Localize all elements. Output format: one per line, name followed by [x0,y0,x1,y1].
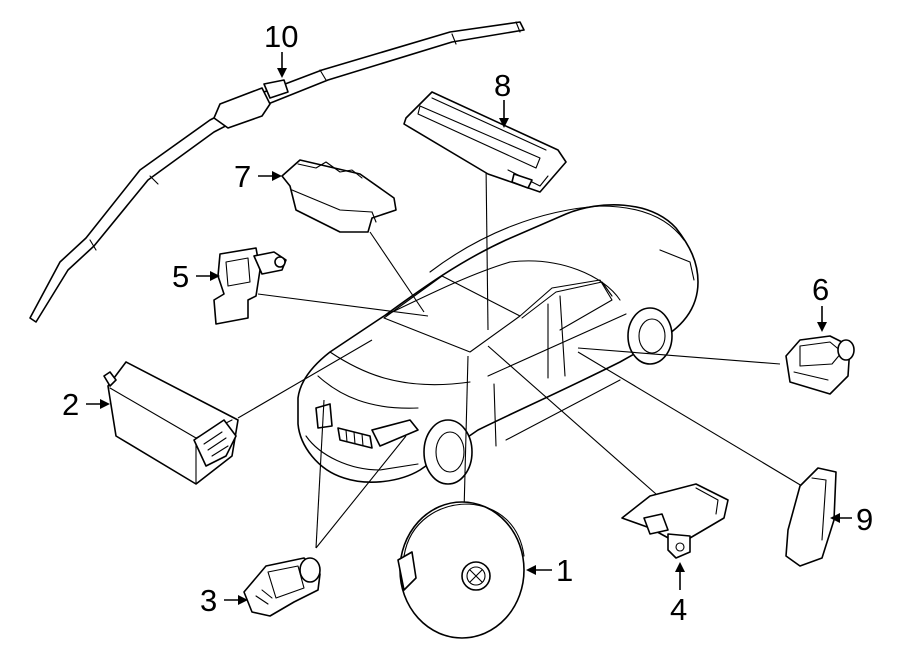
callout-2: 2 [62,387,79,422]
callout-1: 1 [556,553,573,588]
part-2-control-module[interactable] [103,361,239,485]
callout-10: 10 [264,19,298,54]
callout-7: 7 [234,159,251,194]
callout-arrows [86,52,852,605]
callout-8: 8 [494,68,511,103]
part-6-side-sensor[interactable] [785,335,855,395]
part-9-seat-airbag[interactable] [785,467,837,567]
part-3-impact-sensor[interactable] [243,557,321,617]
part-5-sensor-bracket[interactable] [213,247,287,325]
vehicle-illustration [297,204,699,485]
callout-6: 6 [812,272,829,307]
part-1-steering-airbag[interactable] [397,501,525,639]
callout-5: 5 [172,259,189,294]
part-7-knee-airbag[interactable] [281,159,397,233]
callout-9: 9 [856,502,873,537]
callout-4: 4 [670,592,687,627]
part-8-airbag-module[interactable] [403,91,567,193]
callout-labels: 1 2 3 4 5 6 7 8 9 10 [62,19,873,627]
callout-3: 3 [200,583,217,618]
part-4-crash-sensor[interactable] [621,483,729,559]
part-10-curtain-airbag[interactable] [29,21,525,323]
leader-lines [237,163,803,549]
